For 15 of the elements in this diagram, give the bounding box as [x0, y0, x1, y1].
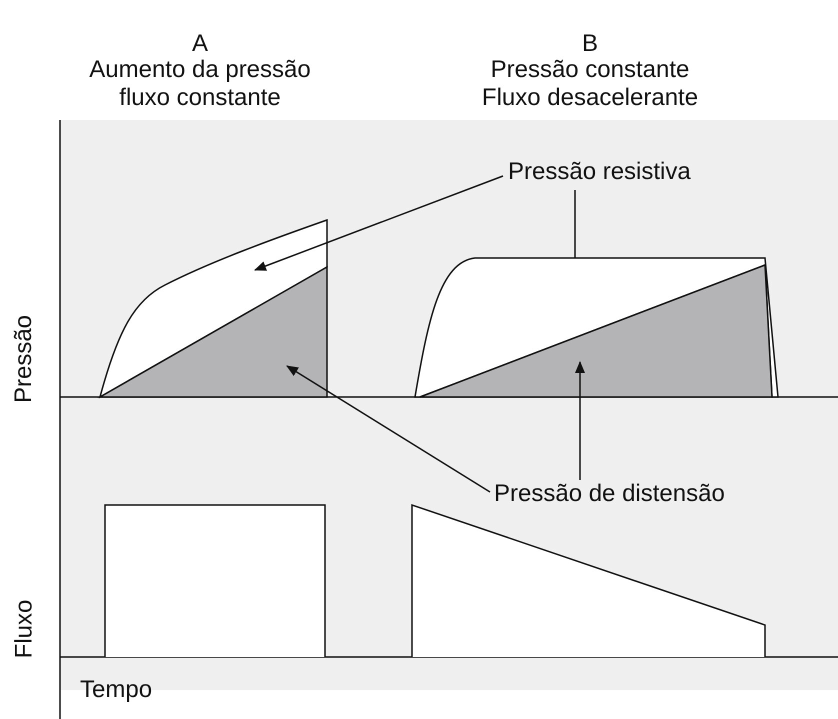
column-heading: Pressão constante Fluxo desacelerante	[480, 56, 700, 112]
callout-label: Pressão de distensão	[494, 480, 725, 508]
pressure-waveform-area	[99, 219, 328, 398]
axis-label: Fluxo	[10, 600, 38, 658]
axis-label: Pressão	[10, 314, 38, 404]
leader-line	[286, 365, 490, 493]
callout-label: Pressão resistiva	[508, 158, 691, 186]
column-letter: A	[190, 30, 209, 58]
leader-line	[575, 361, 585, 480]
column-letter: B	[580, 30, 599, 58]
column-heading: Aumento da pressão fluxo constante	[88, 56, 312, 112]
axis-label: Tempo	[80, 676, 152, 704]
leader-line	[254, 175, 504, 271]
leader-line	[574, 190, 576, 258]
shaded-triangle	[97, 266, 328, 398]
